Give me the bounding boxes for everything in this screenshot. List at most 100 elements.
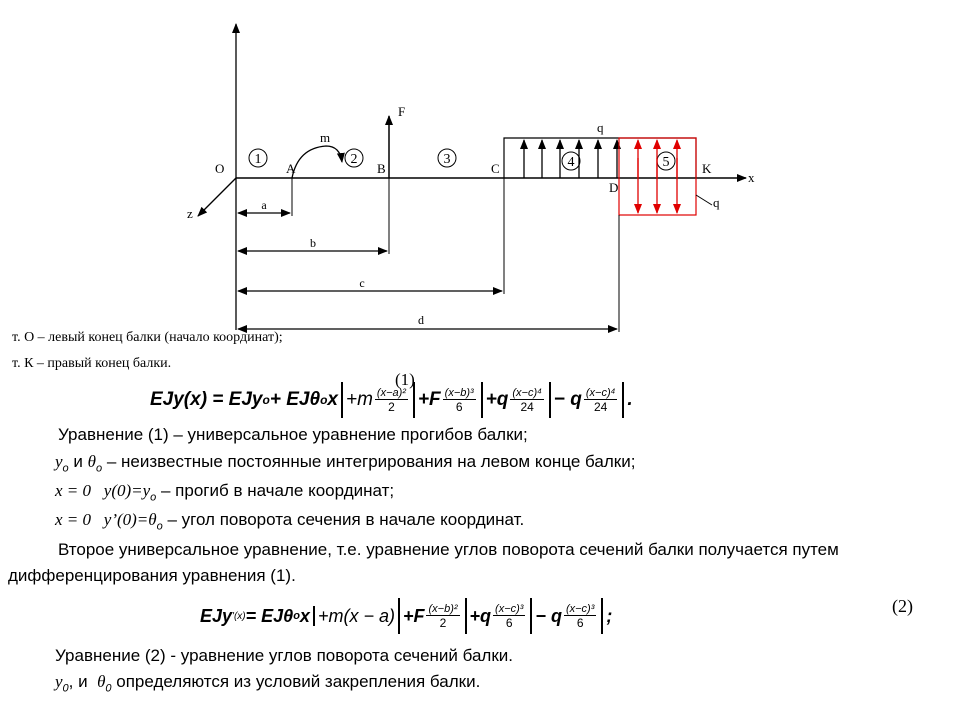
eq1-bar-4 — [548, 382, 551, 418]
svg-text:1: 1 — [255, 152, 262, 167]
eq1-lhs: EJy(x) = EJy — [150, 389, 263, 410]
dimension-b: b — [237, 178, 390, 255]
eq1-t3-num: (x−c)⁴ — [510, 386, 544, 400]
eq2-t2-den: 2 — [439, 615, 447, 630]
svg-text:d: d — [418, 313, 424, 327]
p2-rest: – неизвестные постоянные интегрирования … — [102, 452, 636, 471]
p2-and: и — [68, 452, 88, 471]
q-bottom-leader — [695, 194, 713, 206]
eq2-t4-den: 6 — [576, 615, 584, 630]
eq1-t3-sign: +q — [485, 389, 509, 410]
eq2-t2-num: (x−b)² — [426, 602, 460, 616]
label-z-axis: z — [187, 206, 193, 221]
label-q-top: q — [597, 120, 604, 135]
eq2-end: ; — [606, 605, 613, 626]
p7-theta-symbol: θ — [97, 672, 106, 691]
svg-text:5: 5 — [663, 155, 670, 170]
label-moment: m — [320, 130, 330, 145]
eq1-t2-sign: +F — [417, 389, 441, 410]
eq2-lhs: EJy — [200, 605, 233, 626]
paragraph-eq1-description: Уравнение (1) – универсальное уравнение … — [58, 425, 528, 444]
dimension-a: a — [237, 178, 293, 217]
eq1-lhs-sub: o — [262, 393, 270, 407]
eq2-bar-1 — [312, 606, 315, 626]
eq2-bar-5 — [601, 598, 604, 634]
eq2-x: x — [299, 605, 310, 626]
p4-sub: o — [156, 520, 163, 533]
svg-text:a: a — [261, 198, 267, 212]
eq1-theta-sub: o — [320, 393, 328, 407]
eq1-t4-sign: − q — [553, 389, 582, 410]
p2-y-sub: o — [62, 462, 69, 475]
equation-1-number: (1) — [395, 370, 415, 389]
eq1-bar-5 — [622, 382, 625, 418]
p2-y-symbol: y — [55, 452, 63, 471]
section-1: 1 — [248, 148, 268, 168]
equation-2-number: (2) — [892, 596, 913, 616]
paragraph-second-equation-line2: дифференцирования уравнения (1). — [8, 566, 296, 585]
label-a: A — [286, 161, 296, 176]
paragraph-eq2-description: Уравнение (2) - уравнение углов поворота… — [55, 646, 514, 665]
label-force: F — [398, 104, 405, 119]
p7-theta-sub: 0 — [105, 682, 112, 695]
section-4: 4 — [561, 151, 581, 171]
label-c: C — [491, 161, 500, 176]
eq1-t4-den: 24 — [593, 399, 608, 414]
eq1-end: . — [627, 389, 633, 410]
eq2-bar-4 — [530, 598, 533, 634]
p4-math: x = 0 y’(0)=θ — [55, 510, 157, 529]
paragraph-constants: yo и θo – неизвестные постоянные интегри… — [55, 452, 635, 474]
svg-text:3: 3 — [444, 152, 451, 167]
eq1-t2-num: (x−b)³ — [442, 386, 476, 400]
p7-rest: определяются из условий закрепления балк… — [111, 672, 481, 691]
section-2: 2 — [344, 148, 364, 168]
eq1-bar-3 — [480, 382, 483, 418]
paragraph-second-equation-line1: Второе универсальное уравнение, т.е. ура… — [58, 540, 839, 559]
svg-text:c: c — [359, 276, 364, 290]
section-3: 3 — [437, 148, 457, 168]
paragraph-boundary-conditions: y0, и θ0 определяются из условий закрепл… — [55, 672, 480, 694]
eq2-t3-den: 6 — [505, 615, 513, 630]
eq2-t2-sign: +F — [402, 605, 425, 626]
p3-math: x = 0 y(0)=y — [55, 481, 151, 500]
eq2-t4-sign: − q — [535, 605, 562, 626]
p3-rest: – прогиб в начале координат; — [156, 481, 395, 500]
eq2-bar-2 — [397, 598, 400, 634]
svg-text:2: 2 — [351, 152, 358, 167]
p7-y-sub: 0 — [62, 682, 69, 695]
svg-text:4: 4 — [568, 155, 575, 170]
p7-sep: , и — [68, 672, 98, 691]
eq1-bar-2 — [412, 382, 415, 418]
eq2-t3-sign: +q — [469, 605, 492, 626]
p2-theta-sub: o — [95, 462, 103, 475]
eq1-t1-den: 2 — [388, 399, 395, 414]
point-o-description: т. О – левый конец балки (начало координ… — [12, 330, 283, 345]
distributed-load-down — [618, 137, 697, 216]
eq1-x: x — [327, 389, 338, 410]
eq2-rhs: = EJθ — [245, 605, 294, 626]
label-o: O — [215, 161, 224, 176]
eq2-bar-3 — [464, 598, 467, 634]
eq1-t3-den: 24 — [520, 399, 534, 414]
p4-rest: – угол поворота сечения в начале координ… — [162, 510, 525, 529]
dimension-c: c — [237, 178, 505, 295]
eq1-t4-num: (x−c)⁴ — [583, 386, 618, 400]
dimension-d: d — [237, 215, 620, 333]
eq1-t1-num: (x−a)² — [374, 386, 408, 400]
eq1-t2-den: 6 — [455, 399, 463, 414]
moment-arrow — [291, 145, 345, 179]
label-q-bottom: q — [713, 195, 720, 210]
eq2-t3-num: (x−c)³ — [493, 602, 526, 616]
svg-text:b: b — [310, 236, 316, 250]
eq2-t4-num: (x−c)³ — [563, 602, 597, 616]
z-axis — [197, 177, 237, 217]
eq1-theta-term: + EJθ — [269, 389, 321, 410]
